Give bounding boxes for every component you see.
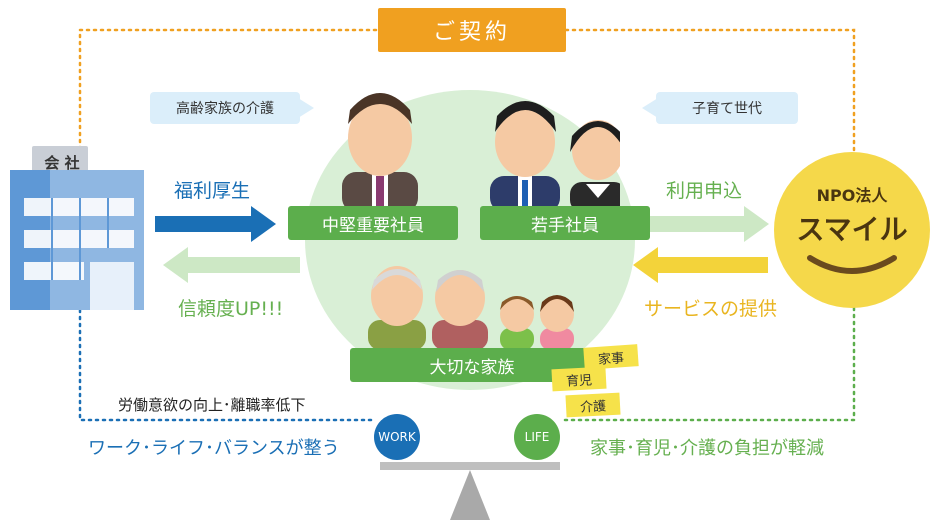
dotted-line-top-right	[564, 28, 856, 182]
arrow-apply	[650, 206, 769, 242]
arrow-trust	[163, 247, 300, 283]
sticky-nursing: 介護	[565, 392, 621, 418]
text-welfare: 福利厚生	[174, 180, 251, 202]
npo-name-line1: NPO法人	[816, 186, 888, 205]
company-sign: 会 社	[44, 153, 80, 172]
npo-name-line2: スマイル	[796, 213, 908, 246]
label-young-employee: 若手社員	[480, 206, 650, 240]
employees-illustration	[342, 93, 620, 208]
npo-logo	[774, 152, 930, 308]
contract-badge: ご契約	[378, 8, 566, 52]
text-apply: 利用申込	[666, 180, 743, 202]
family-illustration	[368, 266, 574, 350]
dotted-line-bottom-right	[563, 298, 856, 422]
text-trust: 信頼度UP!!!	[178, 298, 284, 320]
callout-elder-care: 高齢家族の介護	[150, 92, 314, 124]
young-man-figure	[490, 101, 560, 208]
company-building-icon	[10, 146, 144, 310]
label-mid-employee: 中堅重要社員	[288, 206, 458, 240]
sticky-childcare: 育児	[551, 366, 607, 392]
girl-figure	[540, 295, 574, 350]
dotted-line-bottom-left	[78, 308, 377, 422]
caption-burden-reduced: 家事･育児･介護の負担が軽減	[590, 438, 824, 459]
boy-figure	[500, 296, 534, 350]
work-ball: WORK	[374, 414, 420, 460]
dotted-line-top-left	[78, 28, 380, 172]
young-woman-figure	[570, 120, 620, 208]
arrow-welfare	[155, 206, 276, 242]
grandmother-figure	[432, 270, 488, 350]
mid-employee-figure	[342, 93, 418, 208]
text-service: サービスの提供	[644, 298, 778, 320]
balance-scale-icon	[380, 462, 560, 520]
grandfather-figure	[368, 266, 426, 350]
arrow-service	[633, 247, 768, 283]
life-ball: LIFE	[514, 414, 560, 460]
callout-child-rearing: 子育て世代	[642, 92, 798, 124]
sticky-housework: 家事	[583, 344, 639, 370]
caption-work-life-balance: ワーク･ライフ･バランスが整う	[88, 438, 340, 459]
text-motivation: 労働意欲の向上･離職率低下	[118, 396, 306, 414]
